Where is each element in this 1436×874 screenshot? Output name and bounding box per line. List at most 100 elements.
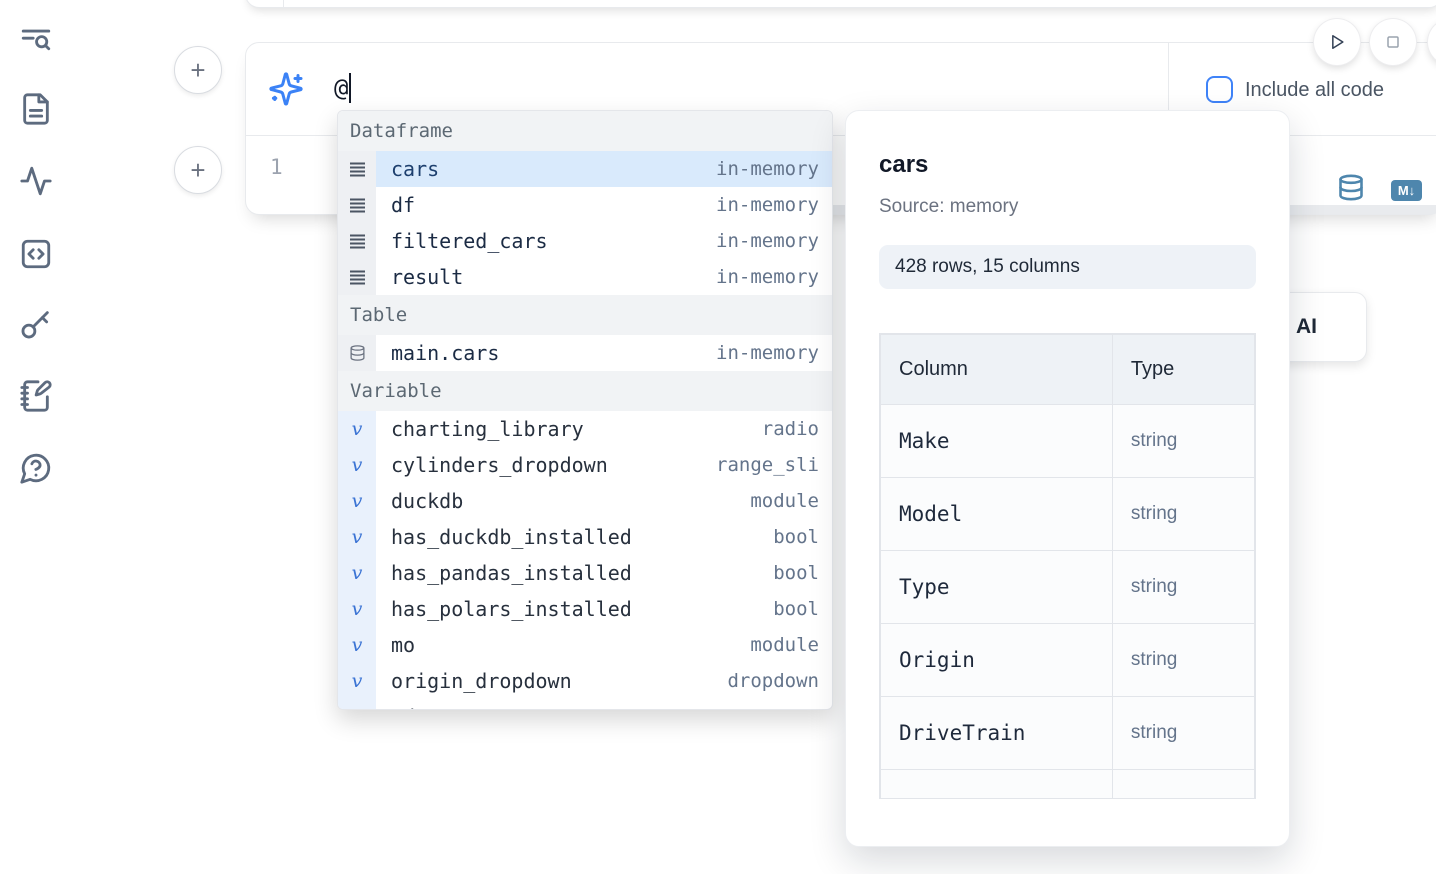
item-name: has_duckdb_installed [391,525,632,549]
item-type: bool [773,562,819,584]
item-type: in-memory [716,266,819,288]
text-cursor [349,73,352,103]
item-name: main.cars [391,341,500,365]
line-number: 1 [270,155,283,179]
autocomplete-item[interactable]: v duckdb module [338,483,832,519]
item-name: mo [391,633,416,657]
autocomplete-item[interactable]: v mo module [338,627,832,663]
add-cell-button[interactable]: + [174,146,222,194]
variable-icon: v [352,706,363,709]
autocomplete-section-header: Table [338,295,832,335]
autocomplete-item[interactable]: v cylinders_dropdown range_sli [338,447,832,483]
autocomplete-item[interactable]: v charting_library radio [338,411,832,447]
autocomplete-item[interactable]: df in-memory [338,187,832,223]
item-name: cylinders_dropdown [391,453,608,477]
column-type-cell: string [1111,404,1255,478]
variable-icon: v [351,562,363,584]
autocomplete-section-header: Variable [338,371,832,411]
column-name-cell: DriveTrain [880,696,1113,770]
schema-row-clipped [880,769,1255,798]
column-type-cell: string [1111,696,1255,770]
item-type: bool [773,598,819,620]
item-name: duckdb [391,489,464,513]
item-name: has_pandas_installed [391,561,632,585]
file-search-icon[interactable] [17,22,55,60]
convert-to-markdown-icon[interactable]: M↓ [1391,179,1422,201]
item-type: module [750,490,819,512]
code-snippets-icon[interactable] [17,235,55,273]
item-type: bool [773,526,819,548]
autocomplete-item[interactable]: v has_duckdb_installed bool [338,519,832,555]
scratchpad-icon[interactable] [17,377,55,415]
autocomplete-item[interactable]: cars in-memory [338,151,832,187]
variable-icon: v [351,634,363,656]
column-type-cell: string [1111,550,1255,624]
sparkles-icon [268,71,304,107]
autocomplete-item[interactable]: main.cars in-memory [338,335,832,371]
preview-shape-badge: 428 rows, 15 columns [879,245,1256,289]
preview-source: Source: memory [879,196,1019,217]
key-icon[interactable] [17,305,55,343]
autocomplete-item[interactable]: filtered_cars in-memory [338,223,832,259]
dataframe-rows-icon [349,270,365,284]
item-type: radio [761,418,819,440]
autocomplete-item[interactable]: v has_pandas_installed bool [338,555,832,591]
dataframe-rows-icon [349,198,365,212]
dataframe-preview-panel: cars Source: memory 428 rows, 15 columns… [845,110,1290,847]
item-name: filtered_cars [391,229,548,253]
item-name: df [391,193,416,217]
column-name-cell: Origin [880,623,1113,697]
item-type: in-memory [716,158,819,180]
ai-prompt-input[interactable]: @ [334,73,352,103]
item-type: in-memory [716,230,819,252]
item-name: origin_dropdown [391,669,572,693]
variable-icon: v [351,418,363,440]
item-name: charting_library [391,417,584,441]
item-name: has_polars_installed [391,597,632,621]
stop-button[interactable] [1370,19,1416,65]
item-type: dropdown [727,670,819,692]
include-all-code-checkbox[interactable] [1206,76,1233,103]
item-type: module [750,634,819,656]
extra-run-control-button[interactable] [1428,19,1436,65]
activity-icon[interactable] [17,162,55,200]
sidebar [0,0,70,874]
autocomplete-section-header: Dataframe [338,111,832,151]
file-icon[interactable] [17,90,55,128]
preview-title: cars [879,151,929,178]
item-name: cars [391,157,440,181]
variable-icon: v [351,454,363,476]
column-name-cell: Model [880,477,1113,551]
convert-to-sql-icon[interactable] [1337,172,1365,208]
column-name-cell: Make [880,404,1113,478]
prompt-bar-divider [1168,43,1169,136]
autocomplete-item[interactable]: result in-memory [338,259,832,295]
help-icon[interactable] [17,449,55,487]
column-type-cell: string [1111,477,1255,551]
autocomplete-item[interactable]: vpdmodule [338,699,832,709]
item-type: in-memory [716,342,819,364]
add-cell-button[interactable]: + [174,46,222,94]
variable-icon: v [351,490,363,512]
item-type: in-memory [716,194,819,216]
schema-header-cell: Column [880,334,1113,405]
run-cell-button[interactable] [1314,19,1360,65]
database-icon [349,345,365,361]
item-name: pd [376,705,415,709]
column-type-cell: string [1111,623,1255,697]
ai-prompt-bar: @ Include all code [246,43,1436,136]
include-all-code-label: Include all code [1245,79,1384,101]
item-name: result [391,265,464,289]
gutter-divider [283,0,284,7]
variable-icon: v [351,526,363,548]
item-type: range_sli [716,454,819,476]
